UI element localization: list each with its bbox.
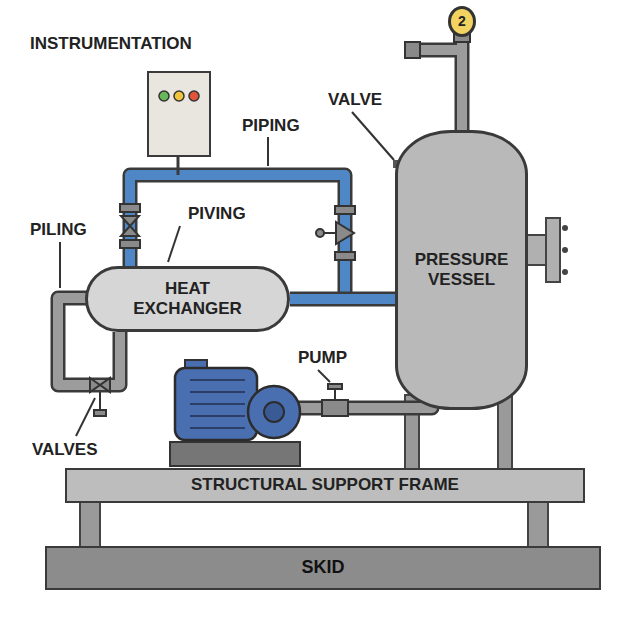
node-text: SKID <box>301 557 344 579</box>
part-label: VALVE <box>326 90 384 110</box>
node-text: PRESSURE VESSEL <box>407 250 517 291</box>
pipe-connector <box>290 299 395 300</box>
part-label: PIPING <box>240 116 302 136</box>
pressure-vessel: PRESSURE VESSEL <box>395 130 528 410</box>
skid-base: SKID <box>45 546 601 590</box>
support-frame: STRUCTURAL SUPPORT FRAME <box>65 468 585 503</box>
part-label: PUMP <box>296 348 349 368</box>
part-label: VALVES <box>30 440 100 460</box>
part-label: PIVING <box>186 204 248 224</box>
pressure-gauge: 2 <box>448 6 476 37</box>
part-label: PILING <box>28 220 89 240</box>
node-text: HEAT EXCHANGER <box>123 279 253 320</box>
node-text: STRUCTURAL SUPPORT FRAME <box>191 475 459 495</box>
part-label: INSTRUMENTATION <box>28 34 194 54</box>
heat-exchanger: HEAT EXCHANGER <box>85 266 290 332</box>
node-text: 2 <box>458 13 466 30</box>
